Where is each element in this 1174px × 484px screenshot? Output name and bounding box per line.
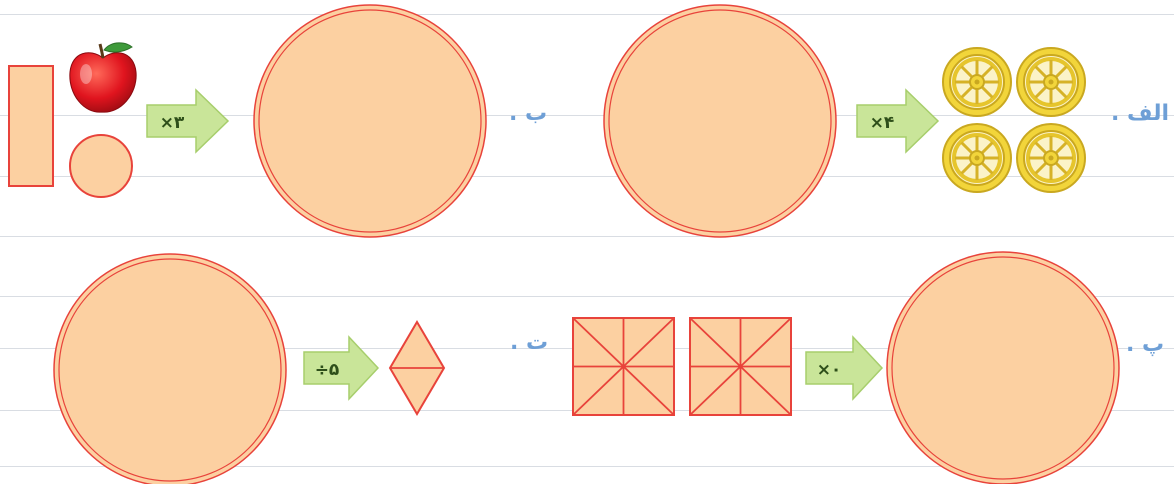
wheel-icon — [943, 124, 1011, 192]
answer-circle-alef[interactable] — [604, 5, 836, 237]
operator-arrow-te: ÷۵ — [304, 337, 378, 399]
wheel-icon — [943, 48, 1011, 116]
operator-arrow-pe: ×۰ — [806, 337, 882, 399]
operator-alef: ×۴ — [870, 113, 895, 133]
divided-square-shape — [573, 318, 674, 415]
answer-circle-pe[interactable] — [887, 252, 1119, 484]
operator-te: ÷۵ — [315, 360, 340, 380]
wheel-icon — [1017, 124, 1085, 192]
operator-be: ×۳ — [160, 113, 185, 133]
apple-icon — [70, 43, 136, 112]
rhombus-shape — [390, 322, 444, 414]
small-circle-shape — [70, 135, 132, 197]
wheel-icon — [1017, 48, 1085, 116]
operator-arrow-alef: ×۴ — [857, 90, 938, 152]
answer-circle-te[interactable] — [54, 254, 286, 484]
answer-circle-be[interactable] — [254, 5, 486, 237]
operator-arrow-be: ×۳ — [147, 90, 228, 152]
divided-square-shape — [690, 318, 791, 415]
operator-pe: ×۰ — [817, 360, 842, 380]
rectangle-shape — [9, 66, 53, 186]
